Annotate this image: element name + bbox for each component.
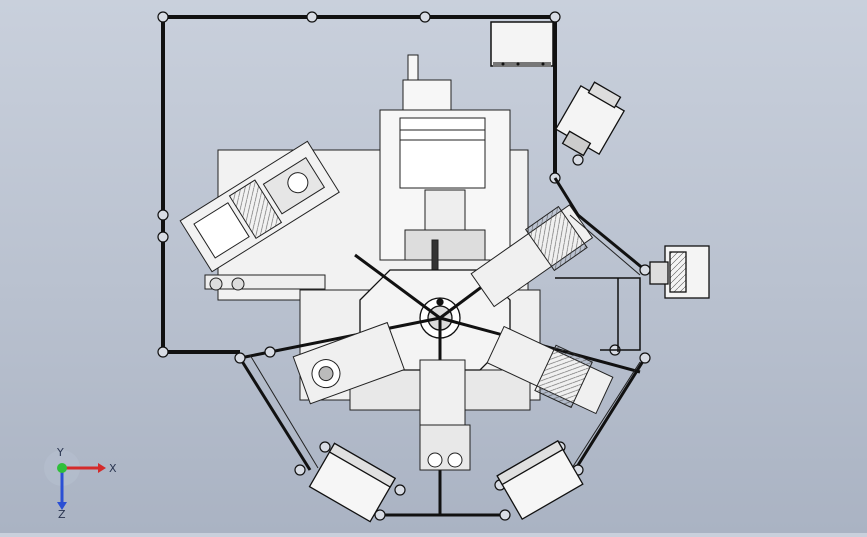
- side-module-bottom-right: [496, 439, 584, 521]
- station-bottom-left: [292, 321, 405, 405]
- side-module-bottom-left: [308, 442, 397, 523]
- top-feed-unit: [379, 54, 511, 271]
- station-bottom-right: [486, 325, 614, 415]
- y-axis-origin: [57, 463, 67, 473]
- x-axis-label: X: [109, 462, 117, 475]
- y-axis-label: Y: [56, 448, 64, 459]
- z-axis-label: Z: [58, 508, 66, 518]
- side-module-right: [649, 245, 710, 299]
- station-top-right: [470, 204, 594, 308]
- rail-joints: [157, 11, 561, 358]
- coordinate-triad: X Y Z: [44, 448, 117, 518]
- z-axis-arrowhead: [57, 502, 67, 510]
- x-axis-arrowhead: [98, 463, 106, 473]
- right-link-frame: [555, 277, 641, 352]
- octagon-rail-inner: [249, 214, 641, 469]
- station-top-left: [179, 140, 340, 273]
- station-bottom: [419, 359, 471, 471]
- control-box: [490, 21, 554, 67]
- side-module-upper-right: [554, 81, 626, 157]
- octagon-rail: [238, 177, 647, 517]
